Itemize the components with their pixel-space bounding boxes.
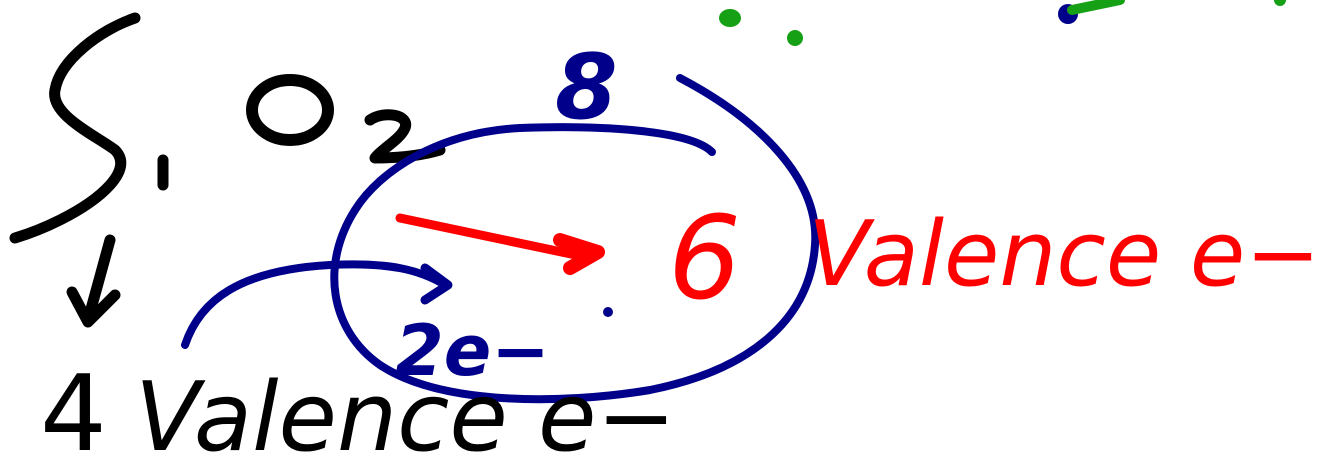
silicon-valence-text: Valence e−: [135, 363, 676, 467]
valence-arrow: [395, 213, 605, 275]
shared-electron-arrow: [181, 260, 453, 349]
silicon-valence-number: 4: [40, 353, 107, 467]
oxygen-valence-number: 6: [668, 192, 741, 326]
shared-electrons-label: 2e−: [395, 310, 550, 392]
dot: [603, 307, 613, 317]
oxygen-shell-count: 8: [555, 35, 618, 140]
oxygen-valence-text: Valence e−: [808, 202, 1321, 307]
silicon-symbol: Si: [9, 12, 169, 244]
oxygen-shell-circle: [330, 74, 820, 404]
green-marks: [719, 0, 1286, 46]
oxygen-subscript: 2: [364, 109, 446, 164]
oxygen-symbol: O: [246, 74, 334, 146]
down-arrow: [66, 234, 121, 328]
